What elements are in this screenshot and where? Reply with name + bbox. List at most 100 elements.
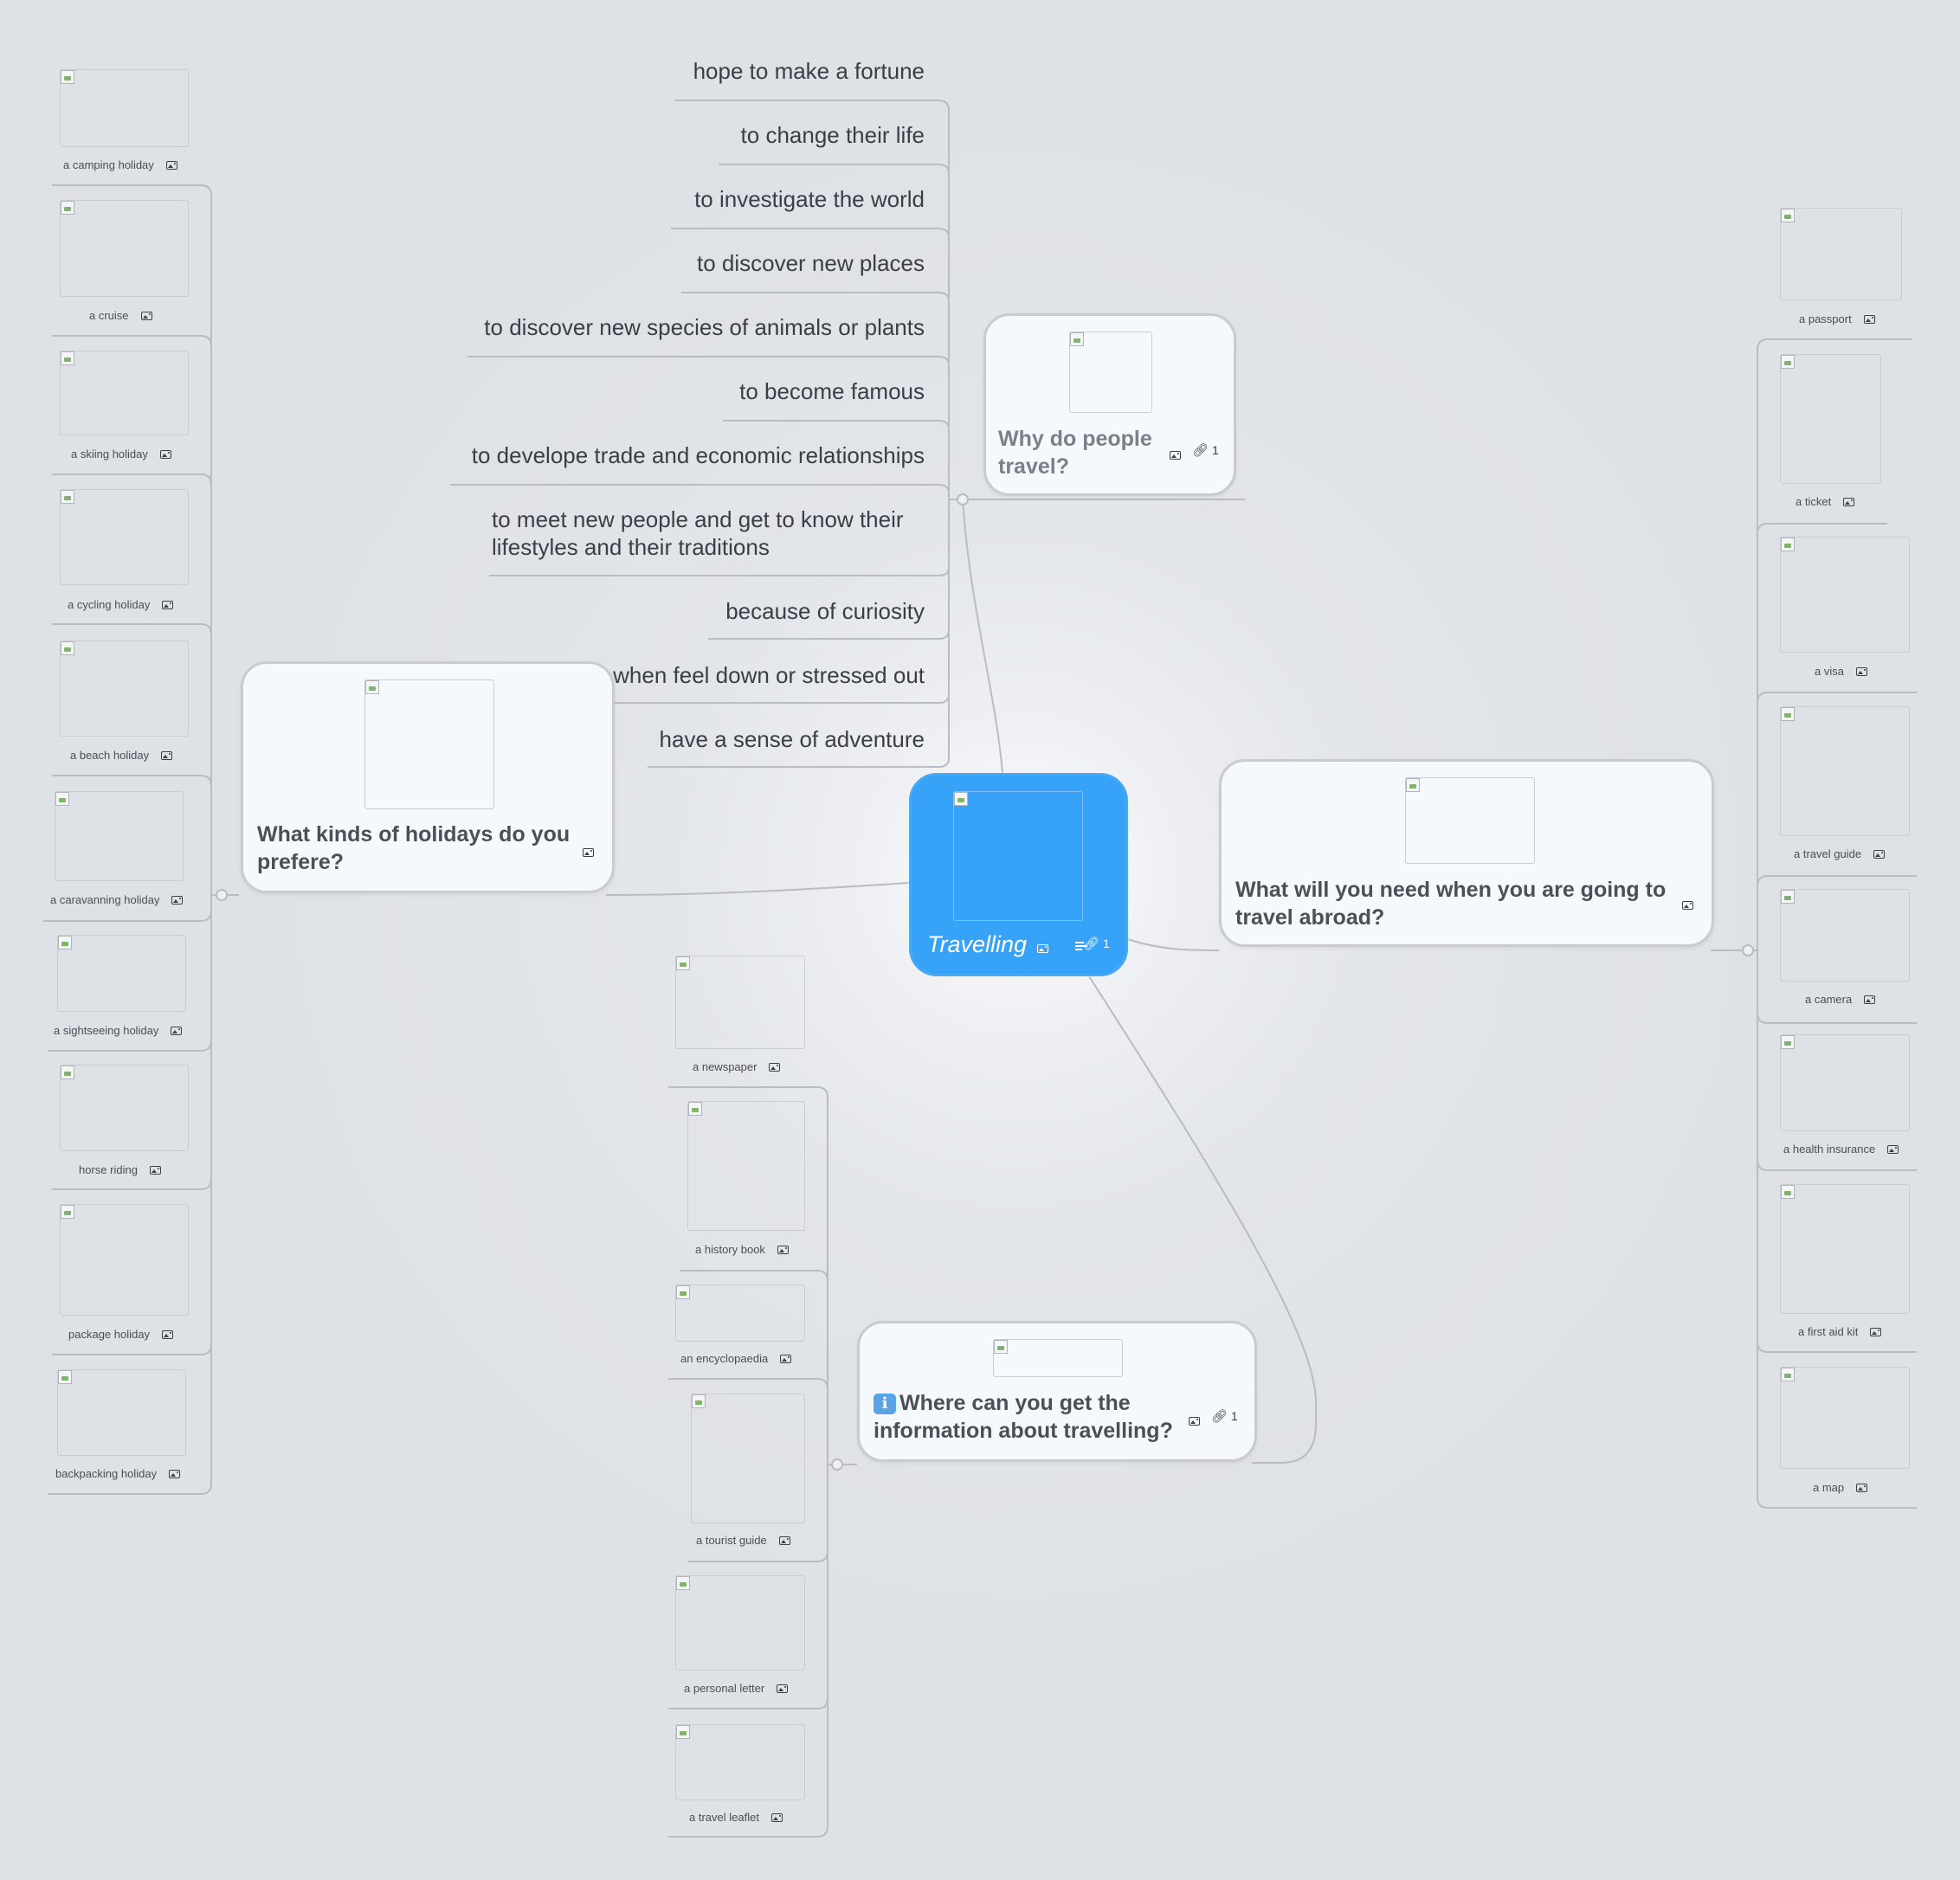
holiday-item[interactable]: package holiday bbox=[68, 1328, 173, 1342]
topic-why-travel[interactable]: Why do people travel? 🔗︎ 1 bbox=[983, 313, 1236, 496]
reason-item[interactable]: to discover new places bbox=[696, 250, 925, 276]
reason-item[interactable]: because of curiosity bbox=[725, 598, 925, 624]
reason-item[interactable]: have a sense of adventure bbox=[659, 726, 925, 752]
image-icon bbox=[161, 751, 173, 760]
abroad-image bbox=[1780, 1184, 1910, 1314]
image-icon bbox=[1873, 850, 1886, 859]
image-icon bbox=[1682, 901, 1693, 910]
image-icon bbox=[778, 1536, 790, 1545]
holiday-item[interactable]: a skiing holiday bbox=[71, 447, 171, 461]
reason-item[interactable]: to change their life bbox=[740, 122, 925, 148]
abroad-item[interactable]: a first aid kit bbox=[1798, 1325, 1882, 1339]
abroad-image bbox=[1780, 889, 1910, 982]
link-central-why bbox=[962, 499, 1003, 774]
reason-item[interactable]: to discover new species of animals or pl… bbox=[484, 314, 925, 340]
abroad-image bbox=[1780, 208, 1902, 300]
image-icon bbox=[162, 601, 174, 609]
info-source-image bbox=[675, 1284, 805, 1342]
image-icon bbox=[171, 896, 184, 905]
abroad-image bbox=[1405, 777, 1535, 864]
info-source-item[interactable]: a history book bbox=[695, 1243, 789, 1257]
holiday-image bbox=[60, 1204, 189, 1316]
holiday-item[interactable]: a camping holiday bbox=[63, 158, 177, 172]
link-indicator[interactable]: 🔗︎ 1 bbox=[1083, 937, 1110, 951]
abroad-item[interactable]: a travel guide bbox=[1794, 847, 1886, 861]
abroad-item[interactable]: a visa bbox=[1815, 665, 1867, 679]
topic-holidays[interactable]: What kinds of holidays do you prefere? bbox=[241, 661, 615, 893]
info-source-item[interactable]: a personal letter bbox=[684, 1682, 789, 1696]
image-icon bbox=[1863, 315, 1875, 324]
image-icon bbox=[777, 1684, 789, 1693]
holiday-item[interactable]: a beach holiday bbox=[70, 749, 173, 763]
holiday-item[interactable]: a sightseeing holiday bbox=[54, 1024, 183, 1038]
image-icon bbox=[769, 1063, 781, 1072]
image-icon bbox=[161, 1330, 173, 1339]
info-source-item[interactable]: a newspaper bbox=[693, 1060, 781, 1074]
image-icon bbox=[1189, 1417, 1200, 1426]
abroad-item[interactable]: a camera bbox=[1805, 993, 1876, 1007]
holiday-item[interactable]: a cycling holiday bbox=[68, 598, 174, 612]
image-icon bbox=[149, 1166, 161, 1175]
why-title: Why do people travel? bbox=[998, 427, 1152, 479]
info-junction bbox=[831, 1458, 843, 1471]
link-icon: 🔗︎ bbox=[1083, 937, 1100, 951]
info-source-item[interactable]: a tourist guide bbox=[696, 1534, 790, 1548]
reason-item[interactable]: to become famous bbox=[739, 378, 925, 404]
holiday-item[interactable]: a cruise bbox=[89, 309, 152, 323]
holiday-image bbox=[60, 69, 189, 147]
link-indicator[interactable]: 🔗︎ 1 bbox=[1211, 1409, 1238, 1424]
reason-item[interactable]: to investigate the world bbox=[694, 186, 925, 212]
image-icon bbox=[583, 848, 594, 857]
abroad-image bbox=[1780, 1367, 1910, 1469]
link-icon: 🔗︎ bbox=[1211, 1409, 1228, 1424]
holiday-image bbox=[60, 1065, 189, 1151]
image-icon bbox=[1037, 944, 1048, 953]
holiday-item[interactable]: backpacking holiday bbox=[55, 1467, 181, 1481]
notes-icon[interactable] bbox=[1075, 942, 1088, 952]
holiday-item[interactable]: a caravanning holiday bbox=[50, 893, 184, 907]
image-icon bbox=[171, 1027, 183, 1035]
abroad-item[interactable]: a map bbox=[1813, 1481, 1868, 1495]
image-icon bbox=[1843, 498, 1855, 506]
link-central-abroad bbox=[1127, 938, 1220, 951]
holiday-image bbox=[57, 935, 186, 1012]
abroad-item[interactable]: a ticket bbox=[1796, 495, 1855, 509]
info-source-image bbox=[691, 1394, 805, 1523]
abroad-image bbox=[1780, 537, 1910, 653]
abroad-image bbox=[1780, 1034, 1910, 1131]
reason-item[interactable]: hope to make a fortune bbox=[693, 58, 925, 84]
info-source-image bbox=[675, 1724, 805, 1800]
holiday-image bbox=[60, 200, 189, 297]
image-icon bbox=[770, 1813, 783, 1822]
central-topic[interactable]: Travelling 🔗︎ 1 bbox=[909, 773, 1128, 976]
info-source-item[interactable]: a travel leaflet bbox=[689, 1811, 783, 1825]
info-icon: i bbox=[874, 1394, 896, 1414]
holiday-item[interactable]: horse riding bbox=[79, 1163, 161, 1177]
abroad-item[interactable]: a health insurance bbox=[1783, 1143, 1899, 1156]
info-source-item[interactable]: an encyclopaedia bbox=[680, 1352, 792, 1366]
central-image bbox=[953, 791, 1083, 921]
link-indicator[interactable]: 🔗︎ 1 bbox=[1192, 443, 1219, 458]
image-icon bbox=[1170, 451, 1181, 460]
why-image bbox=[1069, 332, 1152, 413]
link-icon: 🔗︎ bbox=[1192, 443, 1209, 458]
image-icon bbox=[1855, 667, 1867, 676]
info-source-image bbox=[675, 1575, 805, 1671]
info-source-image bbox=[675, 956, 805, 1049]
image-icon bbox=[169, 1470, 181, 1478]
holiday-image bbox=[60, 489, 189, 585]
info-image bbox=[993, 1339, 1123, 1377]
image-icon bbox=[1864, 995, 1876, 1004]
topic-abroad[interactable]: What will you need when you are going to… bbox=[1219, 759, 1714, 947]
holiday-image bbox=[60, 641, 189, 737]
image-icon bbox=[140, 312, 152, 320]
reason-item[interactable]: when feel down or stressed out bbox=[613, 662, 925, 688]
holiday-image bbox=[60, 351, 189, 435]
abroad-item[interactable]: a passport bbox=[1799, 312, 1875, 326]
reason-item[interactable]: to meet new people and get to know their… bbox=[492, 506, 904, 560]
image-icon bbox=[1856, 1484, 1868, 1492]
reason-item[interactable]: to develope trade and economic relations… bbox=[471, 442, 925, 468]
